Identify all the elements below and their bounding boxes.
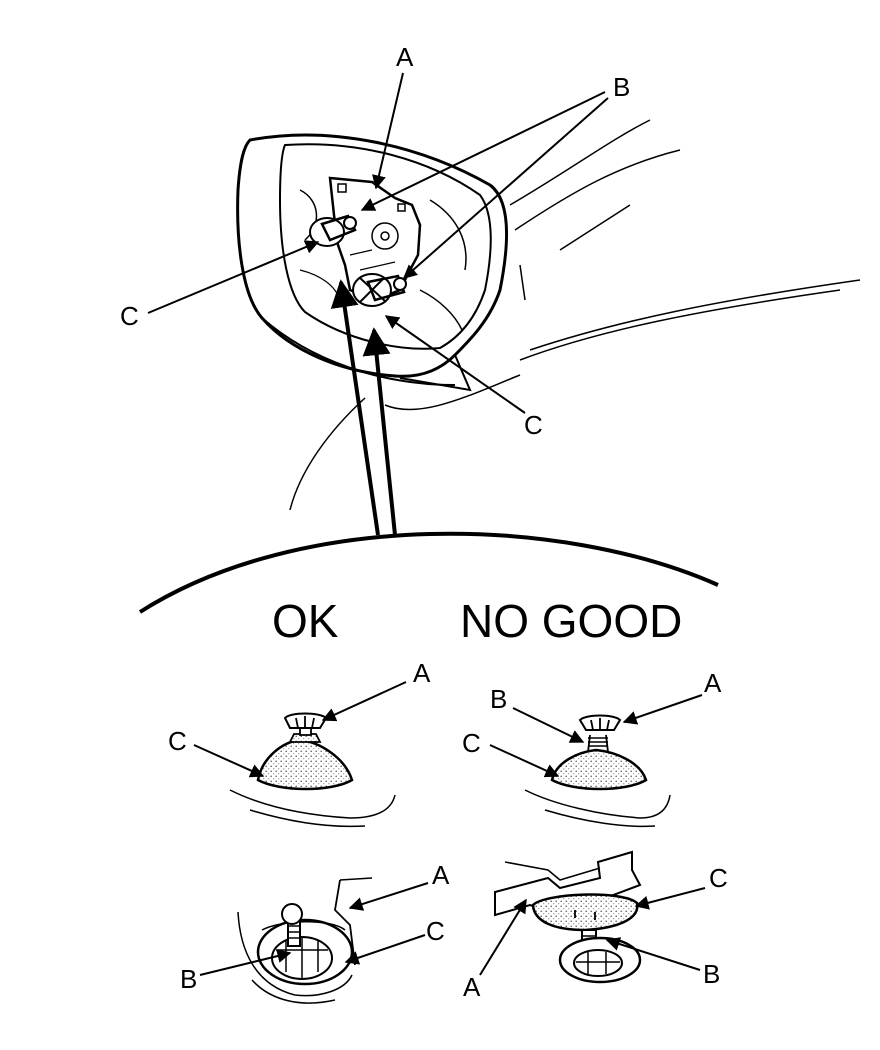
- label-b: B: [703, 959, 720, 989]
- label-c: C: [120, 301, 139, 331]
- label-b: B: [613, 72, 630, 102]
- no-good-side-view: A B C: [462, 668, 722, 828]
- ok-caption: OK: [272, 595, 339, 647]
- no-good-bottom-view: C A B: [463, 850, 728, 1002]
- label-b: B: [490, 684, 507, 714]
- label-a: A: [463, 972, 481, 1002]
- label-a: A: [396, 42, 414, 72]
- label-c: C: [462, 728, 481, 758]
- label-a: A: [704, 668, 722, 698]
- mirror-assembly-illustration: A B C C: [120, 42, 861, 536]
- label-c: C: [709, 863, 728, 893]
- label-b: B: [180, 964, 197, 994]
- no-good-caption: NO GOOD: [460, 595, 682, 647]
- label-c: C: [168, 726, 187, 756]
- ok-bottom-view: A C B: [180, 860, 450, 1004]
- label-a: A: [432, 860, 450, 890]
- detail-boundary-arc: [138, 531, 719, 614]
- label-c: C: [426, 916, 445, 946]
- label-c: C: [524, 410, 543, 440]
- ok-side-view: A C: [168, 658, 431, 828]
- label-a: A: [413, 658, 431, 688]
